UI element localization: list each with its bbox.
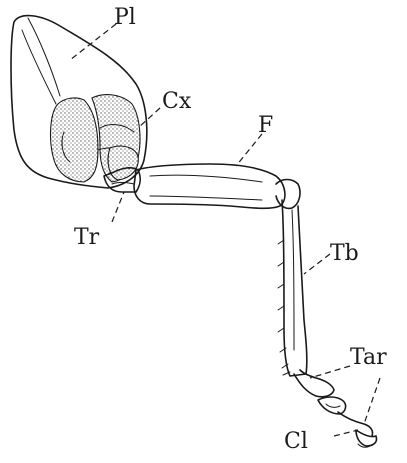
pleuron-leader <box>70 24 116 60</box>
label-tibia: Tb <box>330 241 359 266</box>
coxa-shape <box>51 95 140 182</box>
tarsus-leader-1 <box>310 366 350 378</box>
tibia-shape <box>278 200 307 376</box>
tibia-leader <box>304 254 330 274</box>
label-coxa: Cx <box>162 89 192 114</box>
tarsus-shape <box>294 370 373 436</box>
label-tarsus: Tar <box>350 345 387 370</box>
knee-joint <box>276 180 300 209</box>
coxa-leader <box>138 108 160 128</box>
claw-shape <box>356 430 377 447</box>
tarsus-leader-2 <box>364 378 380 424</box>
claw-leader <box>334 430 358 436</box>
femur-shape <box>134 164 285 208</box>
label-pleuron: Pl <box>114 5 136 30</box>
femur-leader <box>236 134 262 166</box>
label-trochanter: Tr <box>74 225 100 250</box>
trochanter-leader <box>112 192 124 222</box>
label-femur: F <box>258 113 273 138</box>
label-claw: Cl <box>284 429 308 454</box>
